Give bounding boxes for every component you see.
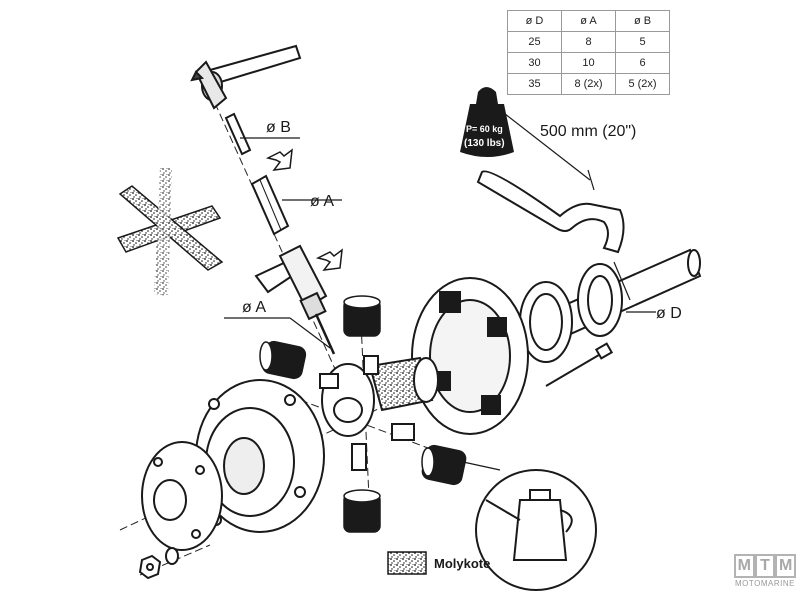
table-cell: 35 (507, 73, 562, 95)
distance-label: 500 mm (20") (540, 123, 636, 140)
clamp-rings (519, 263, 623, 363)
bushing-bottom (343, 489, 381, 533)
tube-a: ø A (250, 174, 342, 236)
legend-label: Molykote (434, 556, 490, 571)
rubber-bushings (259, 295, 467, 533)
molykote-swatch (387, 551, 427, 575)
flange-plate (195, 379, 325, 533)
distance-dimension: 500 mm (20") (499, 109, 636, 191)
bushing-top (343, 295, 381, 337)
weight: P= 60 kg (130 lbs) (460, 87, 514, 157)
dia-a-tube-label: ø A (310, 193, 334, 210)
weight-line1: P= 60 kg (466, 124, 503, 134)
table-cell: 5 (615, 31, 670, 53)
arrow-down-icon (265, 148, 293, 171)
bearing-housing (411, 277, 529, 435)
table-cell: 8 (2x) (561, 73, 616, 95)
table-cell: 10 (561, 52, 616, 74)
table-header: ø B (615, 10, 670, 32)
outboard-hub (141, 441, 223, 551)
hook-spanner (476, 170, 625, 254)
nut-and-washer (138, 547, 179, 580)
arrow-down-icon-2 (315, 248, 343, 271)
dia-a-drill-label: ø A (242, 299, 266, 316)
dia-d-callout: ø D (613, 261, 682, 322)
bolt (545, 342, 614, 387)
bushing-right (421, 444, 467, 486)
legend: Molykote (387, 551, 490, 575)
weight-line2: (130 lbs) (464, 138, 505, 149)
table-cell: 6 (615, 52, 670, 74)
dia-d-label: ø D (656, 305, 682, 322)
table-cell: 5 (2x) (615, 73, 670, 95)
drill (254, 244, 336, 355)
table-row: 25 8 5 (507, 31, 670, 53)
bushing-left (259, 340, 307, 380)
cross-wrench (116, 168, 224, 296)
pin-b: ø B (224, 112, 300, 156)
dia-b-label: ø B (266, 119, 291, 136)
brand-letter: T (754, 554, 776, 578)
hammer (190, 44, 302, 110)
table-header-row: ø D ø A ø B (507, 10, 670, 32)
table-cell: 30 (507, 52, 562, 74)
table-header: ø D (507, 10, 562, 32)
table-cell: 8 (561, 31, 616, 53)
table-cell: 25 (507, 31, 562, 53)
hub (319, 355, 439, 471)
oil-can-callout (453, 459, 597, 591)
brand-letter: M (734, 554, 755, 578)
dimension-table: ø D ø A ø B 25 8 5 30 10 6 35 8 (2x) 5 (… (507, 10, 670, 95)
brand-logo: M T M MOTOMARINE (734, 554, 797, 588)
brand-letter: M (775, 554, 797, 578)
dia-a-drill-callout: ø A (224, 299, 331, 349)
table-row: 35 8 (2x) 5 (2x) (507, 73, 670, 95)
brand-name: MOTOMARINE (735, 579, 795, 588)
table-row: 30 10 6 (507, 52, 670, 74)
brand-letters: M T M (734, 554, 797, 578)
table-header: ø A (561, 10, 616, 32)
